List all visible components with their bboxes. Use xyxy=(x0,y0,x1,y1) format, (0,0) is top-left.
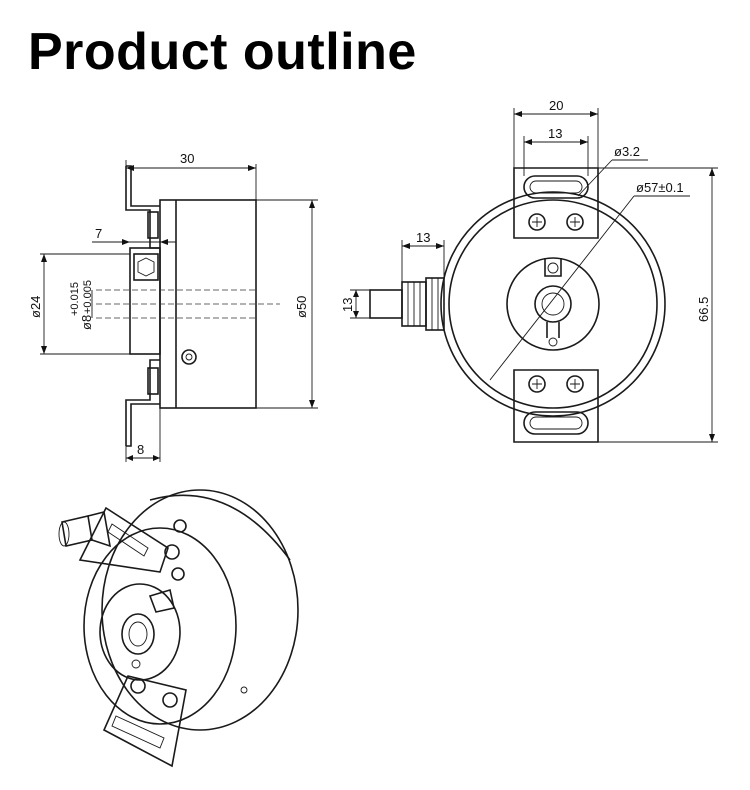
bracket-bottom xyxy=(126,403,160,447)
dim-dia-57: ø57±0.1 xyxy=(636,180,684,195)
page-title: Product outline xyxy=(28,23,417,81)
front-view: 20 13 ø3.2 ø57±0.1 13 13 xyxy=(340,98,718,443)
connector-iso xyxy=(61,515,93,547)
bracket-bottom-iso xyxy=(102,675,187,768)
dim-dia-3-2: ø3.2 xyxy=(614,144,640,159)
isometric-view xyxy=(58,489,299,768)
hub-side xyxy=(129,247,161,355)
dim-dia-50: ø50 xyxy=(294,296,309,318)
dim-13-connector-length: 13 xyxy=(416,230,430,245)
bracket-top-iso xyxy=(78,506,169,573)
dim-30: 30 xyxy=(180,151,194,166)
dim-13-connector-height: 13 xyxy=(340,298,355,312)
dim-66-5: 66.5 xyxy=(696,297,711,322)
dim-20: 20 xyxy=(549,98,563,113)
body-iso-back xyxy=(101,489,299,731)
cable-connector xyxy=(369,289,403,319)
bracket-top-front xyxy=(513,167,599,239)
side-view: 30 7 8 ø24 ø8 +0.015 +0.005 ø50 xyxy=(28,151,318,462)
dim-13-slot: 13 xyxy=(548,126,562,141)
bracket-top xyxy=(126,165,160,207)
dim-7: 7 xyxy=(95,226,102,241)
encoder-body-front xyxy=(440,191,666,417)
dim-8: 8 xyxy=(137,442,144,457)
dim-dia-24: ø24 xyxy=(28,296,43,318)
tol-lower: +0.005 xyxy=(82,280,94,314)
tol-upper: +0.015 xyxy=(69,282,81,316)
dim-dia-8: ø8 xyxy=(79,315,94,330)
hub-front xyxy=(506,257,600,351)
body-iso-front xyxy=(83,527,237,725)
